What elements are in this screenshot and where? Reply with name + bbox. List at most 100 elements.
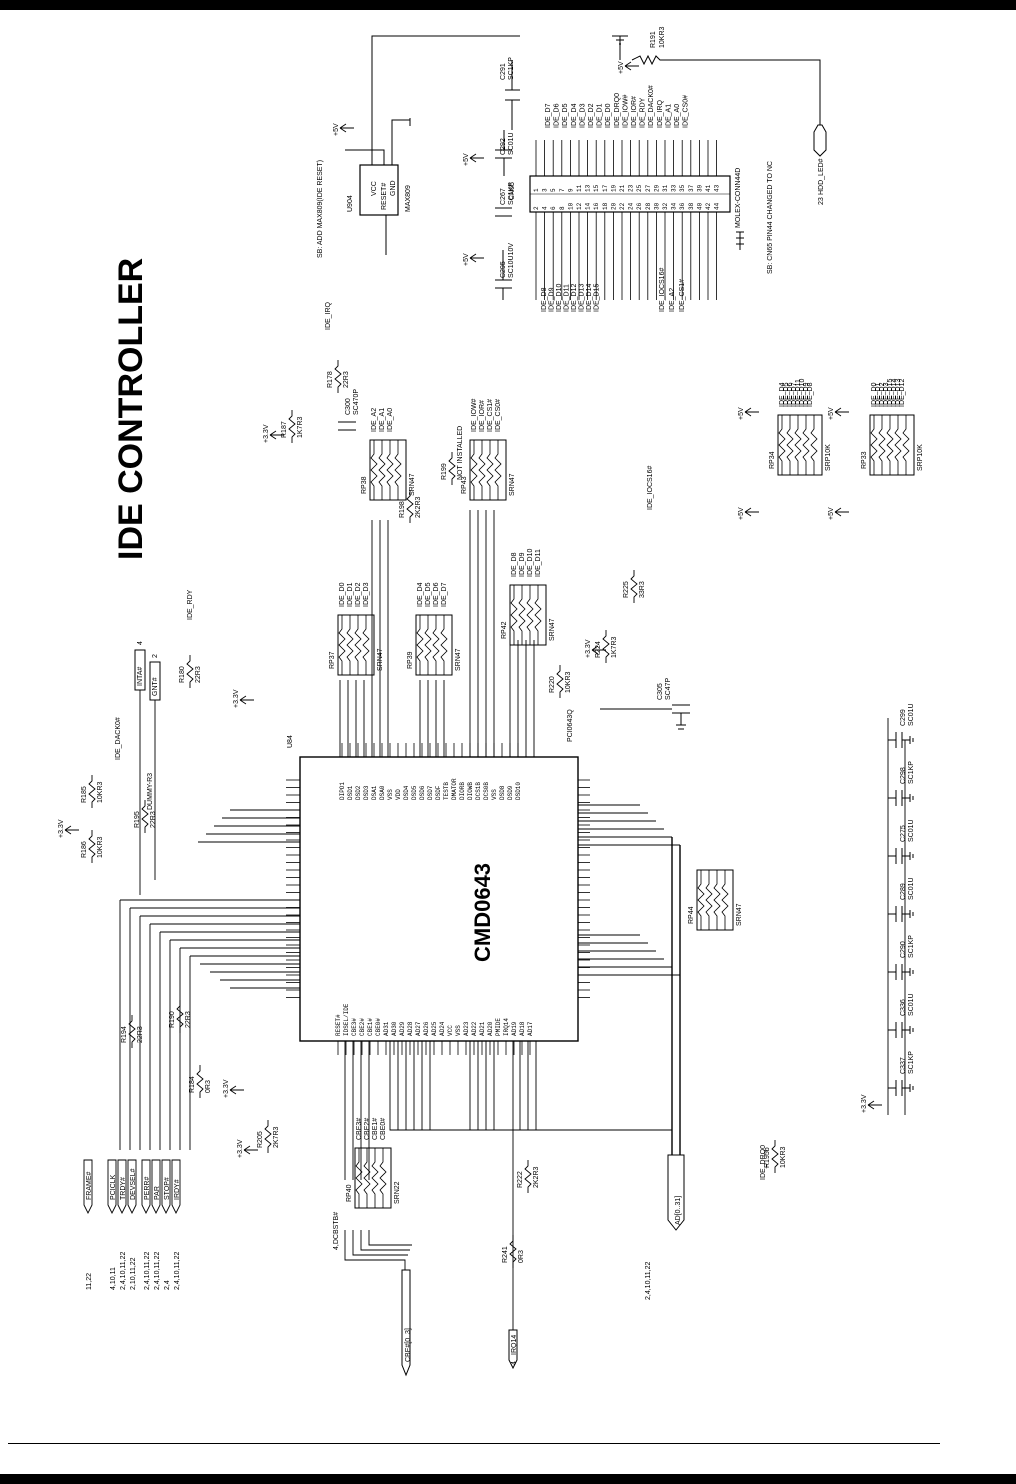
chip-pin-label: AD26 [423,1021,430,1036]
connector-pin-number: 8 [559,206,566,210]
connector-pin-number: 31 [662,184,669,192]
power-label: +5V [618,61,625,74]
connector-pin-number: 22 [619,202,626,210]
connector-pin-number: 24 [628,202,635,210]
connector-ref: CN65 [509,182,516,200]
power-label: +3.3V [233,689,240,708]
offpage-name: STOP# [164,1177,171,1200]
connector-net-label: IDE_D12 [571,283,578,312]
capacitor-value: SC1KP [908,1051,915,1074]
resistor-pack-ref: RP38 [361,476,368,494]
chip-pin-label: AD28 [407,1021,414,1036]
resistor-pack-ref: RP34 [769,451,776,469]
cap-group-connector: C291 SC1KP C292 SC01U C267 SC1KP C295 SC… [495,35,744,300]
power-label: +3.3V [58,819,65,838]
offpage-connectors-left: FRAME#11,22PCICLK4,10,11TRDY#2,4,10,11,2… [83,1159,181,1290]
chip-pin-label: DSA1 [371,785,378,800]
resistor-pack-net: IDE_D1 [875,382,882,407]
connector-pin-number: 33 [671,184,678,192]
chip-pin-label: TESTB [443,782,450,800]
capacitor-ref: C336 [900,999,907,1016]
r191-val: 10KR3 [659,26,666,48]
cbe-bus-label: CBE#[0..3] [405,1328,412,1362]
connector-pin-number: 20 [610,202,617,210]
offpage-name: TRDY# [120,1177,127,1200]
chip-ref: U84 [287,735,294,748]
ad-bus-label: AD[0..31] [675,1196,682,1225]
chip-pin-label: DIORB [459,782,466,800]
resistor-pack-net: IDE_A2 [371,408,378,432]
offpage-name: DEVSEL# [130,1168,137,1200]
connector-net-label: IDE_D1 [597,103,604,128]
offpage-ad-bus: AD[0..31] 2,4,10,11,22 [645,1154,685,1300]
wires [119,510,906,1330]
resistor-value: 2K7R3 [273,1126,280,1148]
resistor-pack-net: IDE_D14 [891,378,898,407]
resistor-ref: R222 [517,1171,524,1188]
gnt-pages: 2 [152,654,159,658]
cap-c295-val: SC10U10V [508,243,515,278]
resistor-pack-ref: RP37 [329,651,336,669]
resistor-value: 22R3 [137,1026,144,1043]
offpage-irq14: IRQ14 4 [508,1329,518,1370]
chip-pin-label: DSD5 [411,785,418,800]
power-symbol: +3.3V [237,1139,258,1158]
capacitor-ref: C275 [900,825,907,842]
connector-net-label: IDE_D13 [579,283,586,312]
resistor-ref: R195b [764,1147,771,1168]
ic-max809: U904 MAX809 VCC RESET# GND SB: ADD MAX80… [317,35,520,258]
max809-pin-gnd: GND [390,180,397,196]
chip-pin-label: DSD2 [355,785,362,800]
resistor-ref: R198 [399,501,406,518]
resistor-value: 22R3 [195,666,202,683]
resistor-pack-part: SRN47 [455,648,462,671]
resistor-pack-net: IDE_D0 [339,582,346,607]
connector-pin-number: 30 [653,202,660,210]
chip-pin-label: IDSEL/IDE [343,1003,350,1036]
offpage-name: PERR# [144,1177,151,1200]
dcbstb-label: 4,DCBSTB# [333,1212,340,1250]
capacitor-value: SC01U [908,993,915,1016]
resistor-pack-ref: RP33 [861,451,868,469]
cap-c300-val: SC470P [353,389,360,415]
resistor-pack-net: IDE_D7 [791,382,798,407]
power-label: +3.3V [585,639,592,658]
connector-pin-number: 1 [533,188,540,192]
offpage-stop: STOP#2,4 [161,1159,171,1290]
resistor-ref: R184 [189,1076,196,1093]
resistor-pack-net: IDE_D11 [535,549,542,577]
offpage-pages: 2,4,10,11,22 [154,1251,161,1290]
connector-pin-number: 32 [662,202,669,210]
offpage-perr: PERR#2,4,10,11,22 [141,1159,151,1290]
power-symbol: +3.3V [263,424,284,443]
power-symbol: +5V [738,507,759,520]
power-symbol: +5V [333,123,354,136]
ide-iocs16-label: IDE_IOCS16# [647,466,654,510]
chip-pin-label: VSS [455,1025,462,1036]
power-symbol: +5V [463,153,484,166]
resistor-ref: R225 [623,581,630,598]
connector-pin-number: 12 [576,202,583,210]
offpage-pages: 4,10,11 [110,1267,117,1290]
chip-pin-label: CBE3# [351,1018,358,1036]
chip-pin-label: CBE2# [359,1018,366,1036]
capacitor-ref: C290 [900,941,907,958]
resistor-pack-net: CBE1# [372,1118,379,1140]
cap-c267-val: SC1KP [508,182,515,205]
power-symbol: +5V [618,61,639,74]
connector-pin-number: 19 [610,184,617,192]
power-symbol: +5V [828,507,849,520]
